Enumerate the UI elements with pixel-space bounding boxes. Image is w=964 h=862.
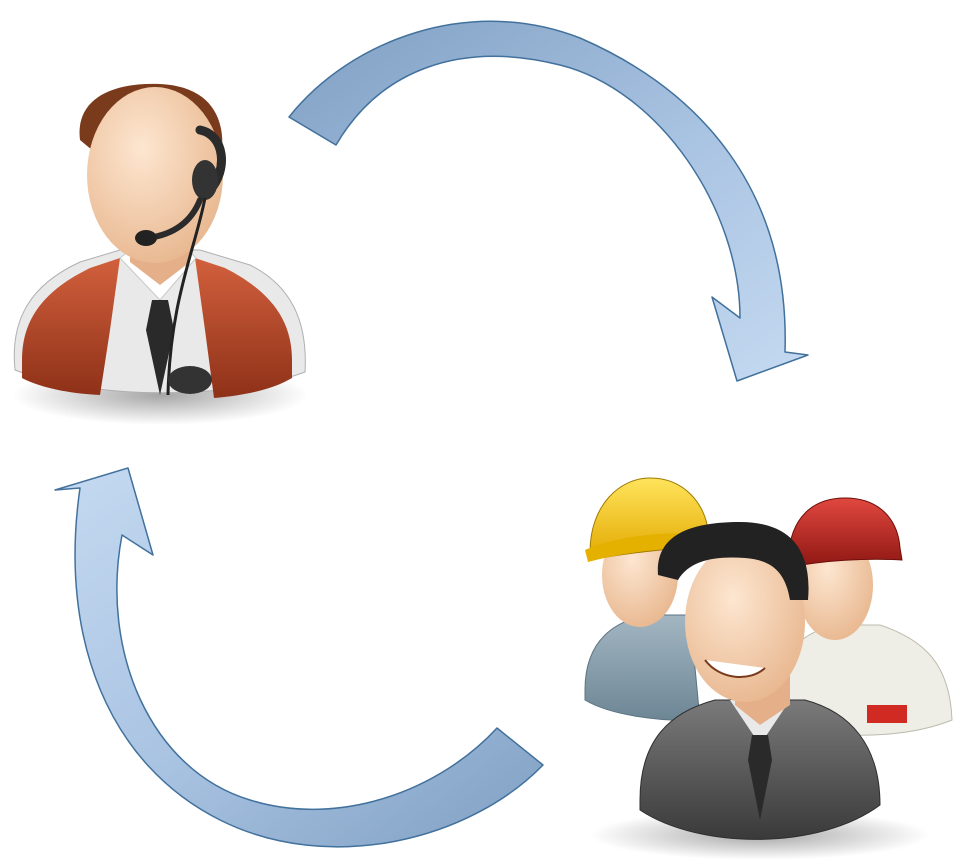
arrow-agent-to-workers (288, 20, 809, 382)
workers-group-icon (584, 477, 953, 860)
arrow-workers-to-agent (54, 467, 544, 848)
headset-agent-icon (12, 83, 308, 425)
